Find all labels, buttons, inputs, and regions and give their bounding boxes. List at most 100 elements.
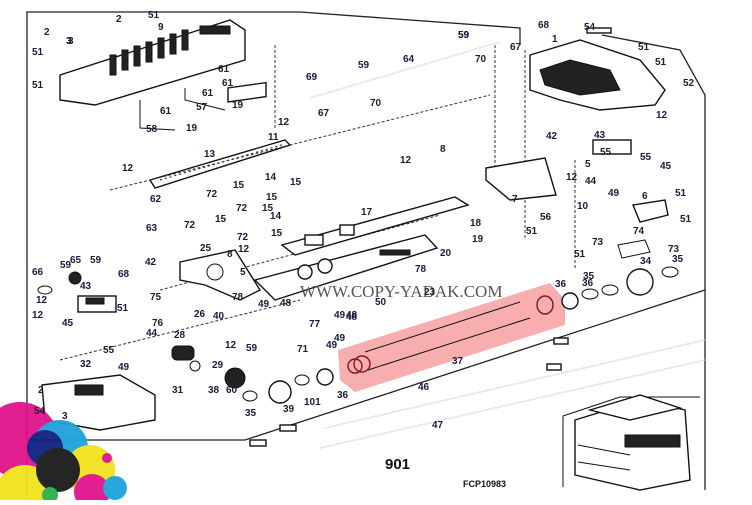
callout-label-5: 5 (240, 267, 246, 278)
callout-label-101: 101 (304, 397, 321, 408)
callout-label-15: 15 (266, 192, 278, 203)
callout-label-71: 71 (297, 344, 309, 355)
callout-label-69: 69 (306, 72, 318, 83)
callout-label-23: 23 (424, 287, 436, 298)
callout-label-52: 52 (683, 78, 695, 89)
callout-label-70: 70 (370, 98, 382, 109)
callout-label-58: 58 (146, 124, 158, 135)
callout-label-70: 70 (475, 54, 487, 65)
part-34-gear (626, 268, 654, 296)
callout-label-61: 61 (222, 78, 234, 89)
callout-label-51: 51 (574, 249, 586, 260)
callout-label-12: 12 (225, 340, 237, 351)
callout-label-75: 75 (150, 292, 162, 303)
callout-label-36: 36 (582, 278, 594, 289)
assembly-number: 901 (385, 456, 410, 473)
part-101-ring (294, 374, 310, 386)
part-35-rings-right (581, 266, 679, 300)
callout-label-72: 72 (206, 189, 218, 200)
callout-label-17: 17 (361, 207, 373, 218)
part-58-rod (139, 100, 176, 131)
callout-label-3: 3 (68, 36, 74, 47)
callout-label-34: 34 (640, 256, 652, 267)
callout-label-57: 57 (196, 102, 208, 113)
callout-label-42: 42 (145, 257, 157, 268)
callout-label-32: 32 (80, 359, 92, 370)
callout-label-78: 78 (415, 264, 427, 275)
callout-label-15: 15 (271, 228, 283, 239)
part-35-ring-left (242, 390, 258, 402)
callout-label-55: 55 (103, 345, 115, 356)
callout-label-13: 13 (204, 149, 216, 160)
callout-label-44: 44 (146, 328, 158, 339)
callout-label-48: 48 (346, 310, 358, 321)
callout-label-61: 61 (202, 88, 214, 99)
guide-lines (59, 45, 576, 361)
part-36-bearing-right (561, 292, 579, 310)
callout-label-59: 59 (60, 260, 72, 271)
callout-label-5: 5 (585, 159, 591, 170)
callout-label-2: 2 (116, 14, 122, 25)
callout-label-1: 1 (552, 34, 558, 45)
callout-label-49: 49 (334, 333, 346, 344)
callout-label-12: 12 (566, 172, 578, 183)
small-parts-shafts (249, 337, 569, 447)
callout-label-40: 40 (213, 311, 225, 322)
part-20-plate (253, 234, 439, 301)
part-65-gear (68, 271, 82, 285)
callout-label-48: 48 (280, 298, 292, 309)
callout-label-12: 12 (400, 155, 412, 166)
part-39-gear (268, 380, 292, 404)
callout-label-78: 78 (232, 292, 244, 303)
part-64-shaft (309, 41, 501, 99)
callout-label-51: 51 (526, 226, 538, 237)
callout-label-19: 19 (186, 123, 198, 134)
callout-label-43: 43 (594, 130, 606, 141)
color-splash-logo (0, 402, 127, 505)
callout-label-51: 51 (117, 303, 129, 314)
callout-label-67: 67 (318, 108, 330, 119)
callout-label-12: 12 (32, 310, 44, 321)
callout-label-62: 62 (150, 194, 162, 205)
callout-label-65: 65 (70, 255, 82, 266)
callout-label-56: 56 (540, 212, 552, 223)
callout-label-15: 15 (262, 203, 274, 214)
callout-label-6: 6 (642, 191, 648, 202)
callout-label-68: 68 (538, 20, 550, 31)
callout-label-11: 11 (268, 132, 279, 143)
callout-label-48: 48 (346, 312, 358, 323)
callout-label-37: 37 (452, 356, 464, 367)
callout-label-14: 14 (265, 172, 277, 183)
part-6-plate (632, 199, 669, 223)
callout-label-15: 15 (233, 180, 245, 191)
part-57-rod (184, 88, 226, 111)
callout-label-59: 59 (458, 30, 470, 41)
callout-label-45: 45 (660, 161, 672, 172)
part-60-gear (224, 367, 246, 389)
callout-label-35: 35 (245, 408, 257, 419)
callout-label-73: 73 (668, 244, 680, 255)
callout-label-74: 74 (633, 226, 645, 237)
callout-label-60: 60 (226, 385, 238, 396)
part-46-shaft (324, 339, 706, 429)
callout-label-8: 8 (227, 249, 233, 260)
callout-label-38: 38 (208, 385, 220, 396)
callout-label-15: 15 (215, 214, 227, 225)
part-1-housing (529, 27, 666, 111)
callout-label-59: 59 (246, 343, 258, 354)
callout-label-20: 20 (440, 248, 452, 259)
callout-label-49: 49 (608, 188, 620, 199)
part-11-block (227, 81, 267, 103)
callout-label-18: 18 (470, 218, 482, 229)
callout-label-51: 51 (675, 188, 687, 199)
callout-label-72: 72 (236, 203, 248, 214)
callout-label-72: 72 (184, 220, 196, 231)
callout-label-19: 19 (472, 234, 484, 245)
callout-label-29: 29 (212, 360, 224, 371)
callout-label-46: 46 (418, 382, 430, 393)
callout-label-59: 59 (90, 255, 102, 266)
callout-label-66: 66 (32, 267, 44, 278)
callout-label-2: 2 (44, 27, 50, 38)
callout-label-12: 12 (278, 117, 290, 128)
